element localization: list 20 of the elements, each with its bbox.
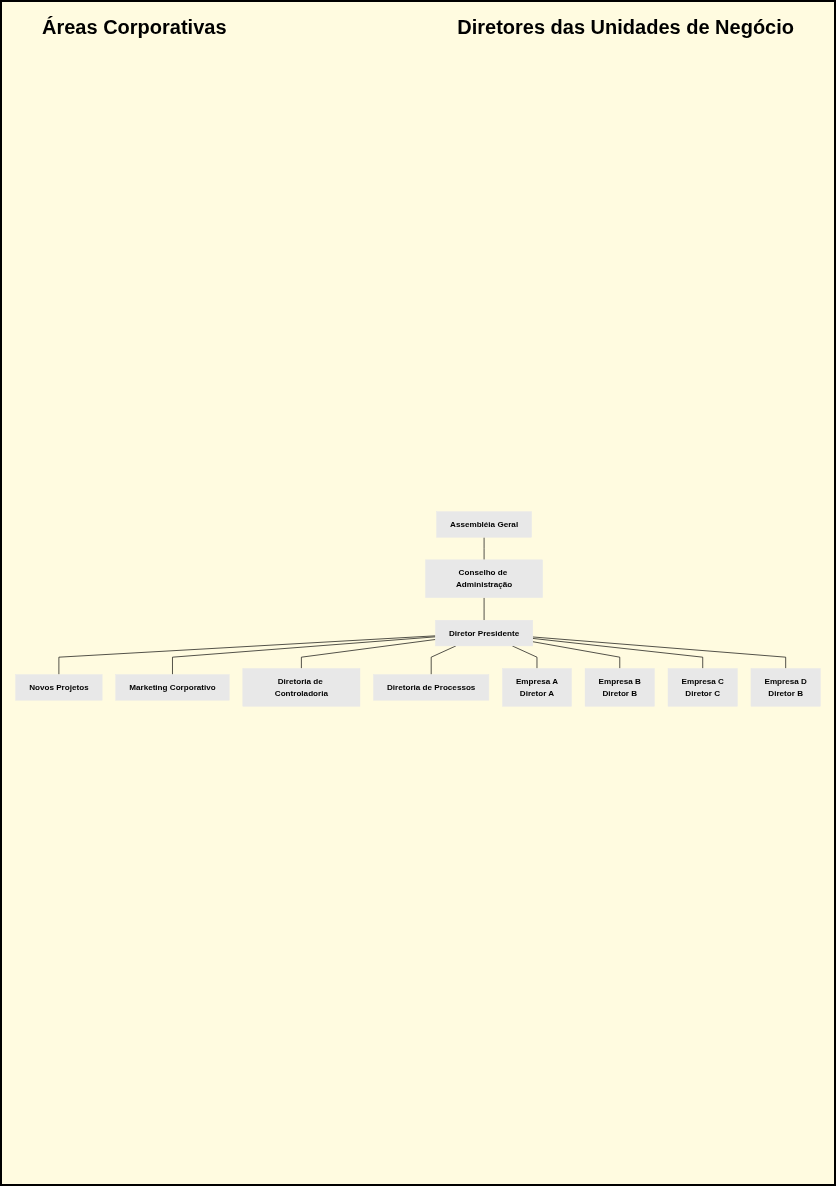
node-box: Conselho de Administração <box>425 559 543 598</box>
connector <box>532 637 704 669</box>
connector <box>172 636 436 675</box>
connector <box>511 645 538 669</box>
node-box: Empresa C Diretor C <box>667 667 738 707</box>
node-box: Diretoria de Controladoria <box>242 667 361 707</box>
node-box: Empresa B Diretor B <box>584 667 655 707</box>
node-box: Marketing Corporativo <box>115 673 230 700</box>
connector <box>532 636 786 669</box>
section-heading: Áreas Corporativas <box>42 16 227 39</box>
section-heading: Diretores das Unidades de Negócio <box>457 16 794 39</box>
node-box: Empresa D Diretor B <box>750 667 821 707</box>
node-box: Diretor Presidente <box>435 619 533 646</box>
node-box: Assembléia Geral <box>436 510 532 538</box>
node-box: Empresa A Diretor A <box>502 667 572 707</box>
connector <box>301 638 436 669</box>
connector <box>58 635 436 675</box>
node-box: Diretoria de Processos <box>373 673 490 700</box>
connector <box>532 640 621 669</box>
node-box: Novos Projetos <box>15 673 103 700</box>
